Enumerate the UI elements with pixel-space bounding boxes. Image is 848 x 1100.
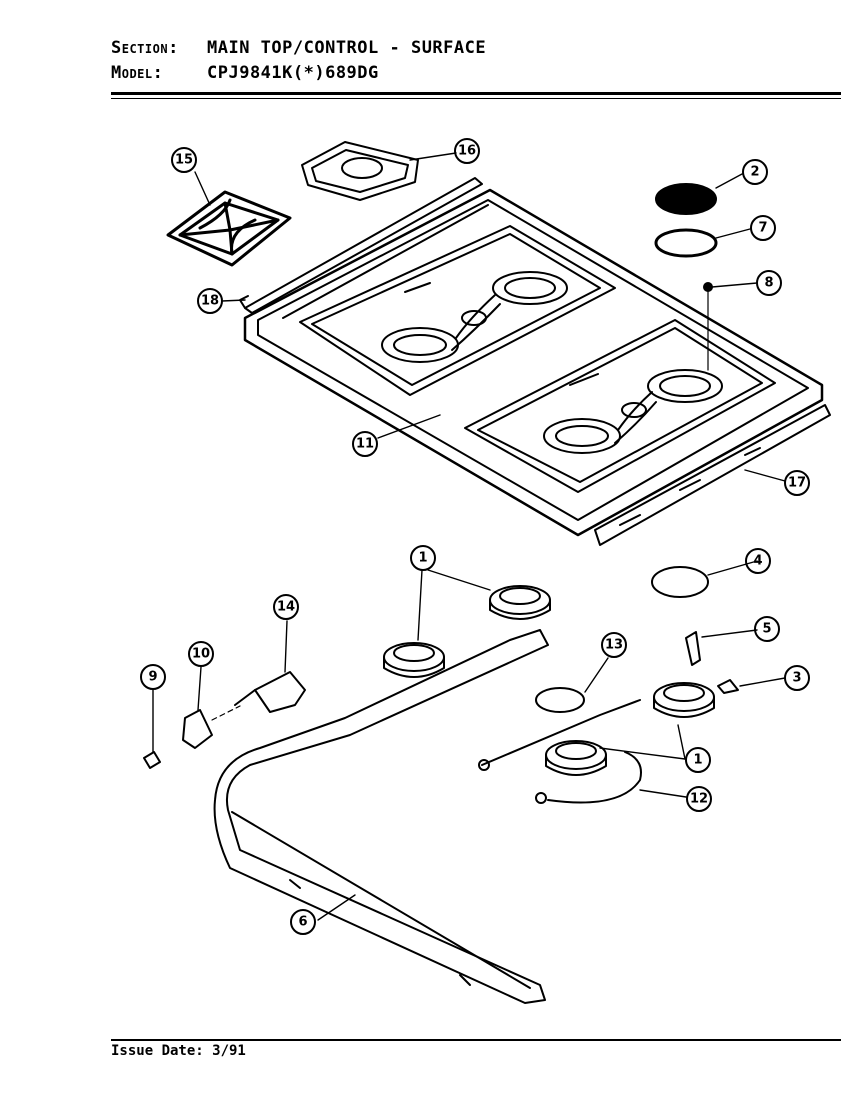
section-value: MAIN TOP/CONTROL - SURFACE	[207, 38, 487, 58]
callout-2-label: 2	[750, 165, 759, 180]
callout-10	[188, 641, 214, 667]
screw-8	[703, 282, 713, 292]
callout-13-label: 13	[605, 638, 623, 653]
callout-14-label: 14	[277, 600, 295, 615]
burner-box-tray	[301, 141, 419, 201]
callout-8	[756, 270, 782, 296]
callout-11	[352, 431, 378, 457]
callout-8-label: 8	[764, 276, 773, 291]
burner-grate	[166, 190, 292, 267]
callout-6-label: 6	[298, 915, 307, 930]
orifice-5	[685, 631, 701, 666]
callout-5-label: 5	[762, 622, 771, 637]
leader-lines	[152, 152, 786, 921]
callout-15	[171, 147, 197, 173]
callout-1a-label: 1	[418, 551, 427, 566]
callout-16	[454, 138, 480, 164]
callout-12	[686, 786, 712, 812]
clip-3	[717, 679, 739, 694]
callout-16-label: 16	[458, 144, 476, 159]
callout-17-label: 17	[788, 476, 806, 491]
rear-trim-strip	[239, 177, 483, 314]
issue-date: Issue Date: 3/91	[111, 1043, 246, 1059]
callout-1a	[410, 545, 436, 571]
section-heading: Section: MAIN TOP/CONTROL - SURFACE	[111, 38, 486, 58]
model-label: Model:	[111, 63, 164, 83]
footer-rule	[111, 1039, 841, 1041]
gas-valve	[234, 671, 306, 713]
callout-1b	[685, 747, 711, 773]
callout-6	[290, 909, 316, 935]
knob-9	[143, 751, 161, 769]
callout-9	[140, 664, 166, 690]
callout-13	[601, 632, 627, 658]
callout-3	[784, 665, 810, 691]
callout-4	[745, 548, 771, 574]
gas-tubes	[478, 687, 642, 804]
valve-bracket	[182, 709, 213, 749]
burner-ring	[654, 228, 718, 258]
callout-7-label: 7	[758, 221, 767, 236]
burner-cap-disc	[655, 183, 717, 215]
callout-3-label: 3	[792, 671, 801, 686]
model-value: CPJ9841K(*)689DG	[207, 63, 379, 83]
callout-1b-label: 1	[693, 753, 702, 768]
callout-5	[754, 616, 780, 642]
section-label: Section:	[111, 38, 179, 58]
callout-7	[750, 215, 776, 241]
callout-18	[197, 288, 223, 314]
callout-15-label: 15	[175, 153, 193, 168]
callout-14	[273, 594, 299, 620]
gasket-ring	[651, 566, 709, 598]
callout-17	[784, 470, 810, 496]
model-heading: Model: CPJ9841K(*)689DG	[111, 63, 379, 83]
callout-10-label: 10	[192, 647, 210, 662]
callout-12-label: 12	[690, 792, 708, 807]
callout-2	[742, 159, 768, 185]
surface-burners	[383, 585, 715, 776]
gas-manifold	[213, 629, 549, 1004]
main-top-panel	[243, 188, 824, 537]
callout-11-label: 11	[356, 437, 374, 452]
callout-18-label: 18	[201, 294, 219, 309]
top-burner-openings	[381, 271, 723, 454]
callout-9-label: 9	[148, 670, 157, 685]
header-rule-thin	[111, 98, 841, 99]
header-rule-thick	[111, 92, 841, 95]
callout-4-label: 4	[753, 554, 762, 569]
front-trim-strip	[594, 404, 831, 546]
